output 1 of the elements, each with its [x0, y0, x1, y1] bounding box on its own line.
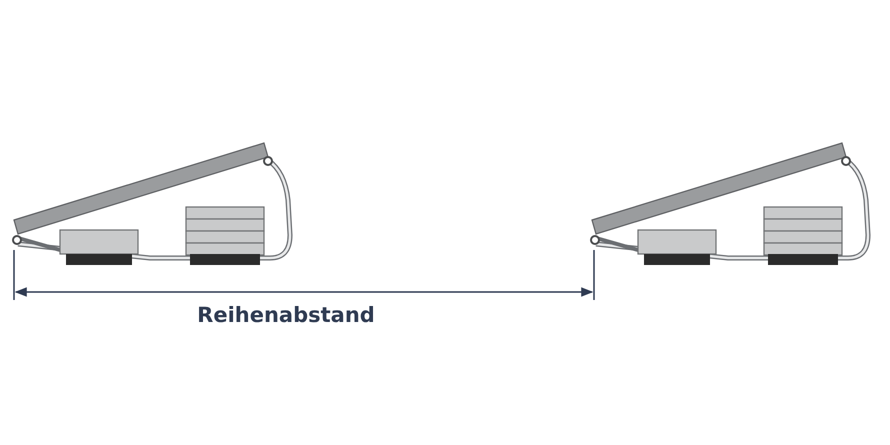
dimension-label: Reihenabstand	[196, 303, 376, 327]
